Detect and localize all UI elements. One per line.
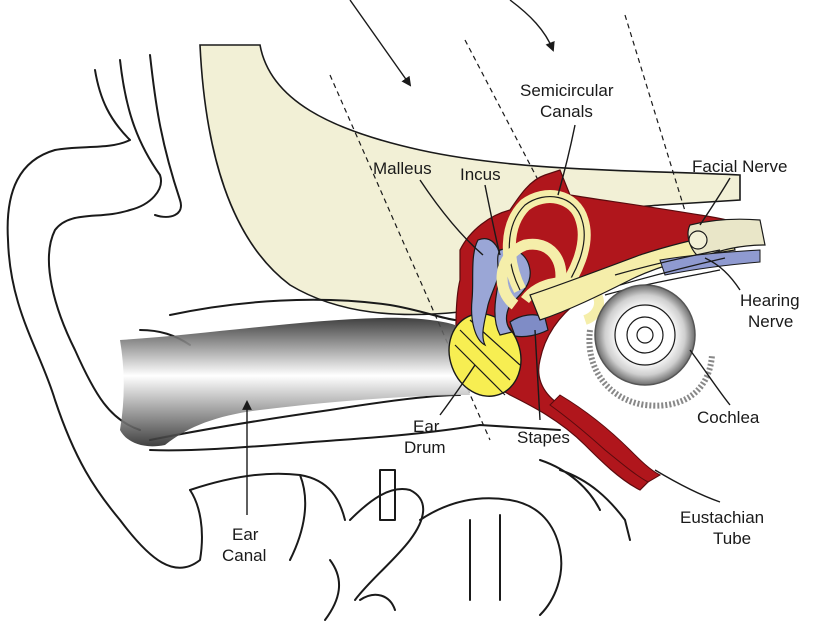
top-arrow-right <box>510 0 553 50</box>
outer-ear-outline <box>8 70 202 568</box>
nerve-cross-section <box>689 231 707 249</box>
leader-eustachian-tube <box>655 470 720 502</box>
lower-structure-a <box>190 474 345 560</box>
label-ear-canal-line1: Ear <box>232 525 259 544</box>
lower-structure-b <box>350 470 423 600</box>
label-stapes: Stapes <box>517 428 570 447</box>
label-semicircular-canals-line1: Semicircular <box>520 81 614 100</box>
leader-cochlea <box>690 350 730 405</box>
top-arrow-left <box>350 0 410 85</box>
label-hearing-nerve-line1: Hearing <box>740 291 800 310</box>
label-eustachian-tube-line2: Tube <box>713 529 751 548</box>
label-ear-canal-line2: Canal <box>222 546 266 565</box>
label-hearing-nerve-line2: Nerve <box>748 312 793 331</box>
label-facial-nerve: Facial Nerve <box>692 157 787 176</box>
lower-structure-c <box>420 498 561 615</box>
label-eustachian-tube-line1: Eustachian <box>680 508 764 527</box>
label-malleus: Malleus <box>373 159 432 178</box>
label-cochlea: Cochlea <box>697 408 760 427</box>
cochlea <box>595 285 695 385</box>
tragus-fold <box>150 55 181 217</box>
label-ear-drum-line1: Ear <box>413 417 440 436</box>
label-semicircular-canals-line2: Canals <box>540 102 593 121</box>
label-incus: Incus <box>460 165 501 184</box>
label-ear-drum-line2: Drum <box>404 438 446 457</box>
